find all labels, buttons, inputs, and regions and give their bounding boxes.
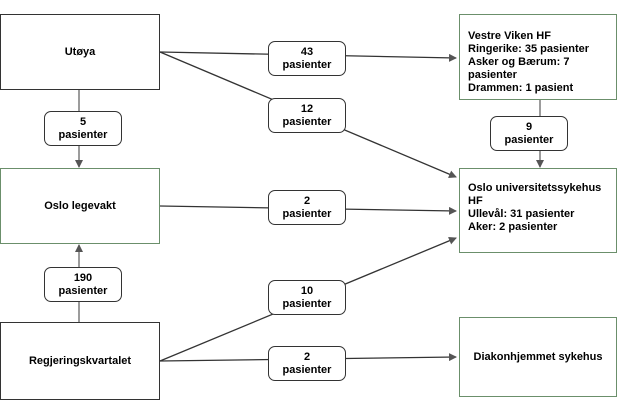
node-utoya: Utøya [0,14,160,90]
node-diakonhjemmet: Diakonhjemmet sykehus [459,317,617,397]
edge-label-count: 43 [300,45,314,58]
edge-label-count: 9 [525,120,533,133]
node-regjeringskvartalet-label: Regjeringskvartalet [28,354,132,367]
node-ous-line-1: HF [468,195,483,207]
node-oslo-legevakt-label: Oslo legevakt [44,199,116,212]
node-vestre-viken-line-3: pasienter [468,69,517,81]
node-regjeringskvartalet: Regjeringskvartalet [0,322,160,400]
edge-label-unit: pasienter [282,297,332,310]
edge-label-unit: pasienter [282,115,332,128]
edge-label-regjering-ous: 10 pasienter [268,280,346,315]
node-utoya-label: Utøya [64,45,96,58]
node-ous-line-2: Ullevål: 31 pasienter [468,208,575,220]
edge-label-unit: pasienter [504,133,554,146]
edge-label-regjering-legevakt: 190 pasienter [44,267,122,302]
node-vestre-viken-line-4: Drammen: 1 pasient [468,82,574,94]
node-vestre-viken-line-1: Ringerike: 35 pasienter [468,43,590,55]
node-vestre-viken: Vestre Viken HF Ringerike: 35 pasienter … [459,14,617,100]
edge-label-count: 5 [79,115,87,128]
edge-label-regjering-diakonhjemmet: 2 pasienter [268,346,346,381]
edge-label-utoya-legevakt: 5 pasienter [44,111,122,146]
node-vestre-viken-title: Vestre Viken HF [468,30,551,42]
node-ous-line-3: Aker: 2 pasienter [468,221,558,233]
edge-label-count: 2 [303,350,311,363]
edge-label-count: 190 [73,271,93,284]
edge-label-unit: pasienter [282,58,332,71]
edge-label-count: 12 [300,102,314,115]
edge-label-unit: pasienter [282,207,332,220]
edge-label-utoya-ous: 12 pasienter [268,98,346,133]
node-diakonhjemmet-label: Diakonhjemmet sykehus [473,350,603,363]
node-vestre-viken-line-2: Asker og Bærum: 7 [468,56,570,68]
edge-label-vestre-viken-ous: 9 pasienter [490,116,568,151]
edge-label-count: 10 [300,284,314,297]
node-ous-title: Oslo universitetssykehus [468,182,602,194]
edge-label-unit: pasienter [58,284,108,297]
edge-label-legevakt-ous: 2 pasienter [268,190,346,225]
node-oslo-legevakt: Oslo legevakt [0,168,160,244]
node-ous: Oslo universitetssykehus HF Ullevål: 31 … [459,168,617,253]
edge-label-count: 2 [303,194,311,207]
edge-label-unit: pasienter [282,363,332,376]
edge-label-unit: pasienter [58,128,108,141]
edge-label-utoya-vestre-viken: 43 pasienter [268,41,346,76]
